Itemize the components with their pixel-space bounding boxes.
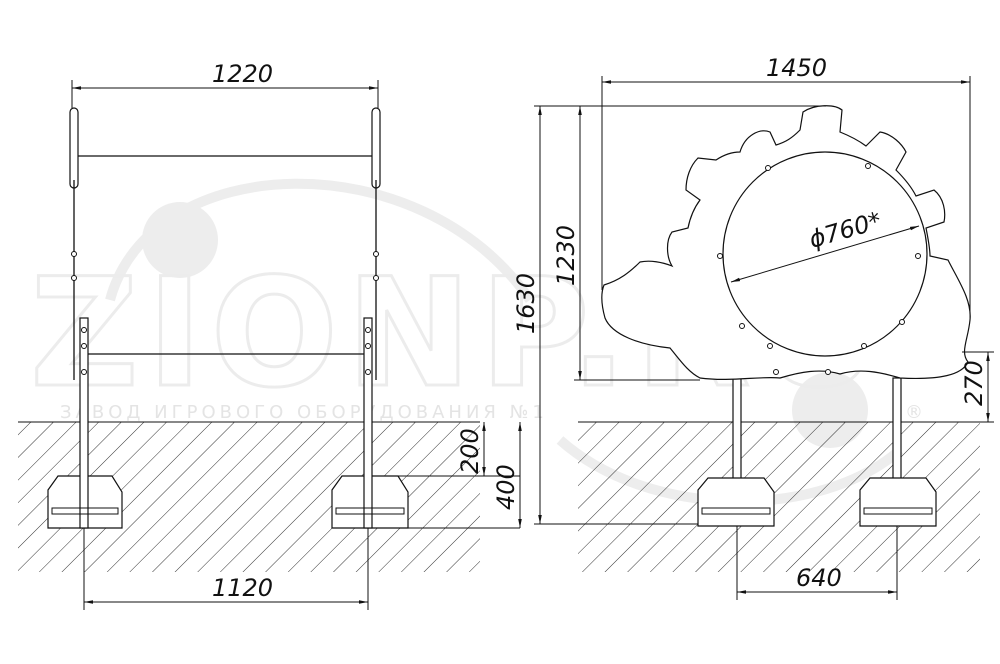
dim-panel-height: 1230	[552, 225, 580, 286]
footing-side-left	[697, 477, 775, 527]
dim-top-width-left: 1220	[212, 60, 273, 88]
watermark-tagline: ЗАВОД ИГРОВОГО ОБОРУДОВАНИЯ №1	[60, 402, 548, 423]
dim-depth-200: 200	[456, 428, 484, 474]
front-view: 1220 1120 200 400	[47, 60, 522, 610]
footing-side-right	[859, 477, 937, 527]
side-view: ϕ760* 1450 1630 1230 270 640	[512, 54, 994, 600]
post-right	[371, 107, 381, 189]
dim-clearance-270: 270	[960, 360, 988, 406]
post-left	[69, 107, 79, 189]
dim-bottom-width-left: 1120	[212, 574, 273, 602]
watermark-dot-icon	[142, 202, 218, 278]
leg-right	[363, 317, 373, 529]
leg-left	[79, 317, 89, 529]
dim-top-width-right: 1450	[766, 54, 827, 82]
watermark-swoosh	[105, 178, 535, 303]
dim-total-height: 1630	[512, 273, 540, 334]
dim-line-diameter	[730, 225, 920, 283]
dim-post-spacing: 640	[796, 564, 842, 592]
watermark-registered: ®	[905, 402, 927, 423]
dim-depth-400: 400	[492, 464, 520, 510]
